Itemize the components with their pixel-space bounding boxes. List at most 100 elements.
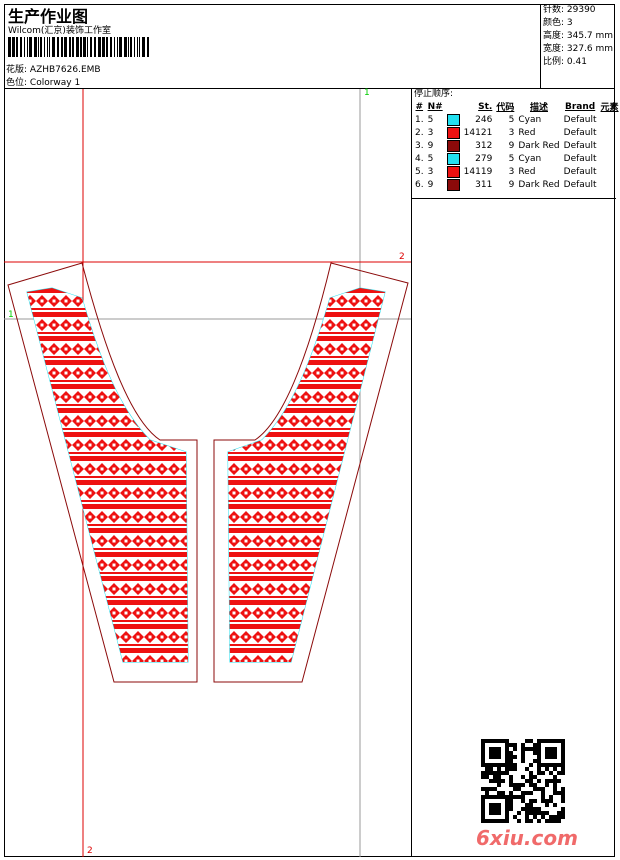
qr-module: [513, 763, 517, 767]
divider: [4, 88, 615, 89]
qr-module: [497, 791, 501, 795]
qr-module: [529, 779, 533, 783]
row-desc: Cyan: [518, 114, 542, 125]
qr-module: [481, 751, 485, 755]
qr-module: [541, 811, 545, 815]
qr-module: [521, 751, 525, 755]
qr-module: [521, 799, 525, 803]
col-element: 元素: [600, 103, 619, 113]
color-swatch: [446, 126, 460, 139]
color-swatch: [446, 165, 460, 178]
table-header: # N# St. 代码 描述 Brand 元素: [413, 100, 620, 114]
qr-module: [561, 807, 565, 811]
qr-module: [557, 779, 561, 783]
qr-module: [545, 755, 549, 759]
qr-module: [481, 787, 485, 791]
qr-module: [509, 795, 513, 799]
colorway-value: Colorway 1: [29, 78, 81, 88]
qr-module: [525, 791, 529, 795]
qr-module: [505, 739, 509, 743]
qr-module: [533, 815, 537, 819]
qr-module: [485, 795, 489, 799]
row-brand: Default: [563, 179, 597, 190]
qr-module: [513, 815, 517, 819]
qr-module: [505, 743, 509, 747]
qr-module: [549, 795, 553, 799]
qr-module: [561, 795, 565, 799]
qr-module: [521, 747, 525, 751]
qr-module: [509, 751, 513, 755]
qr-module: [505, 803, 509, 807]
qr-module: [489, 771, 493, 775]
qr-module: [493, 751, 497, 755]
watermark-logo: 6xiu.com: [476, 826, 578, 850]
barcode-bar: [40, 37, 42, 57]
qr-module: [533, 759, 537, 763]
row-code: 3: [508, 127, 515, 138]
qr-module: [525, 803, 529, 807]
barcode-bar: [16, 37, 18, 57]
qr-module: [497, 771, 501, 775]
barcode-bar: [69, 37, 71, 57]
qr-module: [557, 791, 561, 795]
qr-module: [545, 779, 549, 783]
qr-module: [529, 799, 533, 803]
qr-module: [497, 747, 501, 751]
qr-module: [497, 775, 501, 779]
col-num: #: [415, 101, 424, 112]
barcode-bar: [8, 37, 11, 57]
qr-module: [481, 811, 485, 815]
qr-module: [549, 815, 553, 819]
qr-module: [545, 767, 549, 771]
barcode-bar: [49, 37, 50, 57]
qr-module: [497, 811, 501, 815]
qr-module: [489, 803, 493, 807]
qr-module: [561, 815, 565, 819]
qr-module: [489, 763, 493, 767]
row-brand: Default: [563, 114, 597, 125]
barcode-bar: [119, 37, 122, 57]
qr-module: [497, 755, 501, 759]
qr-module: [509, 759, 513, 763]
row-stitches: 14119: [463, 166, 493, 177]
barcode-bar: [117, 37, 118, 57]
qr-module: [553, 751, 557, 755]
qr-module: [553, 819, 557, 823]
qr-module: [537, 747, 541, 751]
row-num: 5.: [415, 166, 424, 177]
guide-label: 1: [364, 88, 370, 98]
color-swatch: [446, 139, 460, 152]
qr-module: [485, 767, 489, 771]
barcode-bar: [114, 37, 115, 57]
left-collar-outline: [7, 262, 198, 683]
qr-module: [485, 771, 489, 775]
qr-module: [537, 807, 541, 811]
barcode-bar: [139, 37, 140, 57]
qr-module: [481, 795, 485, 799]
qr-module: [561, 759, 565, 763]
qr-module: [533, 799, 537, 803]
qr-module: [545, 751, 549, 755]
qr-module: [481, 771, 485, 775]
qr-module: [513, 743, 517, 747]
qr-module: [505, 795, 509, 799]
qr-module: [493, 763, 497, 767]
table-row: 4. 5 279 5 Cyan Default: [413, 152, 620, 165]
barcode-bar: [110, 37, 112, 57]
qr-module: [505, 815, 509, 819]
qr-module: [545, 799, 549, 803]
row-needle: 3: [427, 127, 434, 138]
barcode-bar: [83, 37, 86, 57]
qr-module: [521, 775, 525, 779]
qr-module: [521, 795, 525, 799]
qr-module: [489, 739, 493, 743]
barcode-bar: [47, 37, 48, 57]
qr-module: [525, 747, 529, 751]
barcode-bar: [98, 37, 101, 57]
qr-module: [517, 783, 521, 787]
qr-module: [509, 775, 513, 779]
qr-module: [505, 759, 509, 763]
qr-module: [537, 763, 541, 767]
stitch-count: 针数: 29390: [543, 5, 596, 15]
